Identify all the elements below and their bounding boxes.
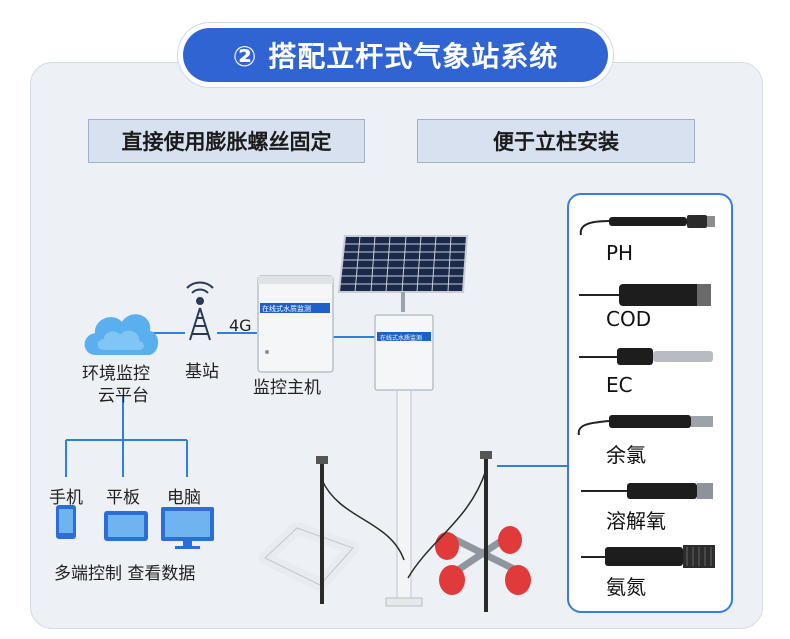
chlorine-probe-icon <box>577 415 713 436</box>
pole-box-text: 在线式水质监测 <box>380 335 423 342</box>
cod-probe-icon <box>579 284 711 306</box>
solar-panel-icon <box>337 235 469 312</box>
cloud-platform-label-line2: 云平台 <box>98 386 149 406</box>
host-label: 监控主机 <box>253 378 321 398</box>
dissolved-oxygen-probe-icon <box>581 483 713 499</box>
sensor-label-cod: COD <box>606 307 652 331</box>
sensor-label-ph: PH <box>606 241 634 265</box>
sensor-label-ammonia: 氨氮 <box>606 575 646 599</box>
page-title: ② 搭配立杆式气象站系统 <box>183 28 608 82</box>
signal-4g-label: 4G <box>229 316 252 335</box>
cloud-icon <box>84 314 159 355</box>
monitor-icon <box>161 507 214 549</box>
label-pole-install: 便于立柱安装 <box>417 119 695 163</box>
sensor-label-ec: EC <box>606 373 633 397</box>
device-phone-label: 手机 <box>49 488 83 508</box>
pole-icon <box>385 389 423 607</box>
base-station-label: 基站 <box>185 362 219 382</box>
sensor-label-dissolved-oxygen: 溶解氧 <box>606 509 666 533</box>
pole-cabinet-icon <box>374 314 434 391</box>
sensor-label-chlorine: 余氯 <box>606 443 646 467</box>
sensor-probes <box>577 215 715 568</box>
multi-terminal-caption: 多端控制 查看数据 <box>54 564 196 584</box>
host-cabinet-icon <box>257 275 334 373</box>
label-expansion-bolt: 直接使用膨胀螺丝固定 <box>88 119 365 163</box>
ec-probe-icon <box>579 348 713 365</box>
ph-probe-icon <box>579 215 715 236</box>
host-panel-text: 在线式水质监测 <box>262 305 311 313</box>
device-computer-label: 电脑 <box>167 488 201 508</box>
device-tablet-label: 平板 <box>106 488 140 508</box>
ammonia-probe-icon <box>581 545 715 568</box>
phone-icon <box>56 505 76 539</box>
buoy-float-icon <box>407 451 531 612</box>
float-frame-icon <box>258 456 405 604</box>
tower-icon <box>186 281 214 341</box>
tablet-icon <box>104 511 148 541</box>
cloud-platform-label-line1: 环境监控 <box>82 364 150 384</box>
sensor-panel: PH COD EC 余氯 溶解氧 氨氮 <box>567 193 733 613</box>
